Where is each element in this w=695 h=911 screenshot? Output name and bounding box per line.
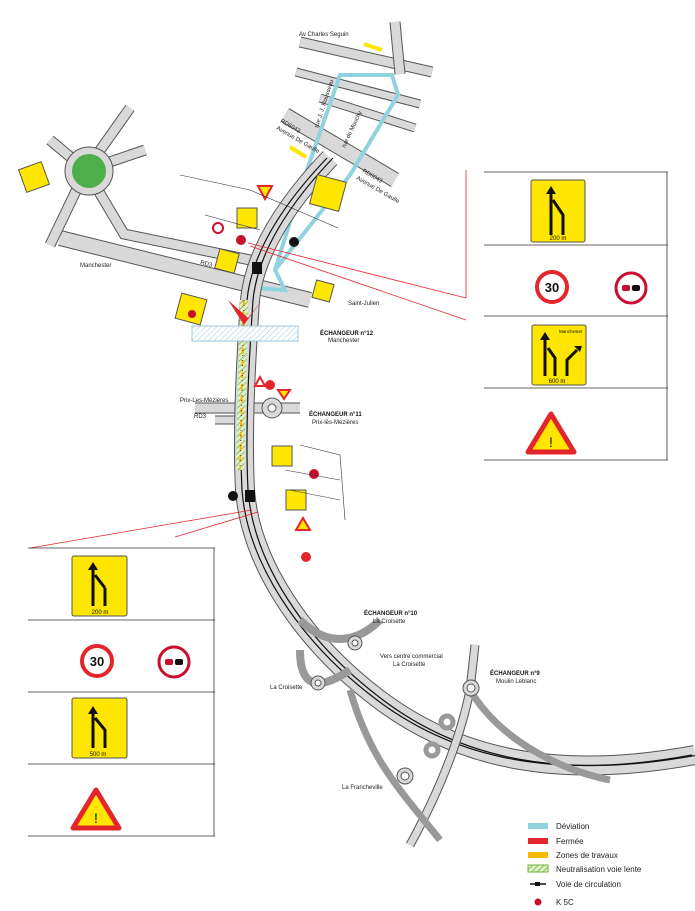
city-streets [45,21,434,470]
interchange-title: ÉCHANGEUR n°9 [490,669,540,677]
place-label: La Francheville [342,785,383,791]
map-signs [17,42,383,562]
legend-swatch-neutralisation [527,864,549,873]
warning-triangle-sign: ! [525,411,577,455]
svg-text:200 m: 200 m [550,236,567,242]
street-label: rue de Mouchy [341,110,363,149]
svg-text:500 m: 500 m [90,752,107,758]
interchange-sub: Manchester [328,338,359,344]
speed-limit-sign: 30 [80,644,114,678]
svg-text:600 m: 600 m [549,379,566,385]
motorway [233,151,695,848]
lane-end-sign: 200 m [71,555,128,617]
legend-swatch-k5c [534,898,542,906]
interchange-sub: La Croisette [373,619,406,625]
legend-swatch-works [528,852,548,858]
interchange-title: ÉCHANGEUR n°11 [309,410,362,418]
left-sign-panel: 200 m 30 500 m ! [28,547,215,837]
street-label: RD3 [200,260,214,269]
legend-label: Zones de travaux [556,851,618,860]
legend: Déviation Fermée Zones de travaux Neutra… [527,822,642,907]
works-zone [191,262,299,502]
right-sign-panel: 200 m 30 Manchester 600 m ! [484,171,668,461]
lane-end-sign-500: 500 m [71,697,128,759]
svg-text:!: ! [94,810,98,826]
place-label: Prix-Les-Mézières [180,398,228,404]
street-label: Av Charles Seguin [299,32,349,38]
legend-label: Déviation [556,822,589,831]
place-label: La Croisette [393,662,426,668]
svg-text:200 m: 200 m [92,610,109,616]
legend-swatch-closed [528,838,548,844]
interchange-sub: Prix-lès-Mézières [312,420,358,426]
svg-text:Manchester: Manchester [559,329,583,334]
bridge-hatch [191,325,299,342]
leader-lines [29,170,467,549]
svg-text:!: ! [549,434,553,450]
place-label: Vers centre commercial [380,654,443,660]
legend-label: Neutralisation voie lente [556,865,642,874]
detour-route [254,73,401,293]
speed-limit-sign: 30 [535,270,569,304]
svg-text:30: 30 [90,654,104,669]
place-label: Saint-Julien [348,301,379,307]
place-label: La Croisette [270,685,303,691]
street-label: RD3 [194,414,207,420]
legend-label: Fermée [556,837,584,846]
legend-swatch-deviation [528,823,548,829]
interchange-title: ÉCHANGEUR n°10 [364,609,418,617]
legend-label: K 5C [556,898,574,907]
roundabout-green [72,154,106,188]
interchange-title: ÉCHANGEUR n°12 [320,329,374,337]
svg-text:30: 30 [545,280,559,295]
warning-triangle-sign: ! [70,787,122,831]
no-overtaking-sign [614,271,648,305]
lane-end-sign: 200 m [530,179,586,243]
place-label: Manchester [80,263,111,269]
no-overtaking-sign [157,645,191,679]
exit-lane-sign: Manchester 600 m [531,324,587,386]
interchange-sub: Moulin Leblanc [496,679,536,685]
closure-zone [228,300,262,325]
legend-label: Voie de circulation [556,880,621,889]
